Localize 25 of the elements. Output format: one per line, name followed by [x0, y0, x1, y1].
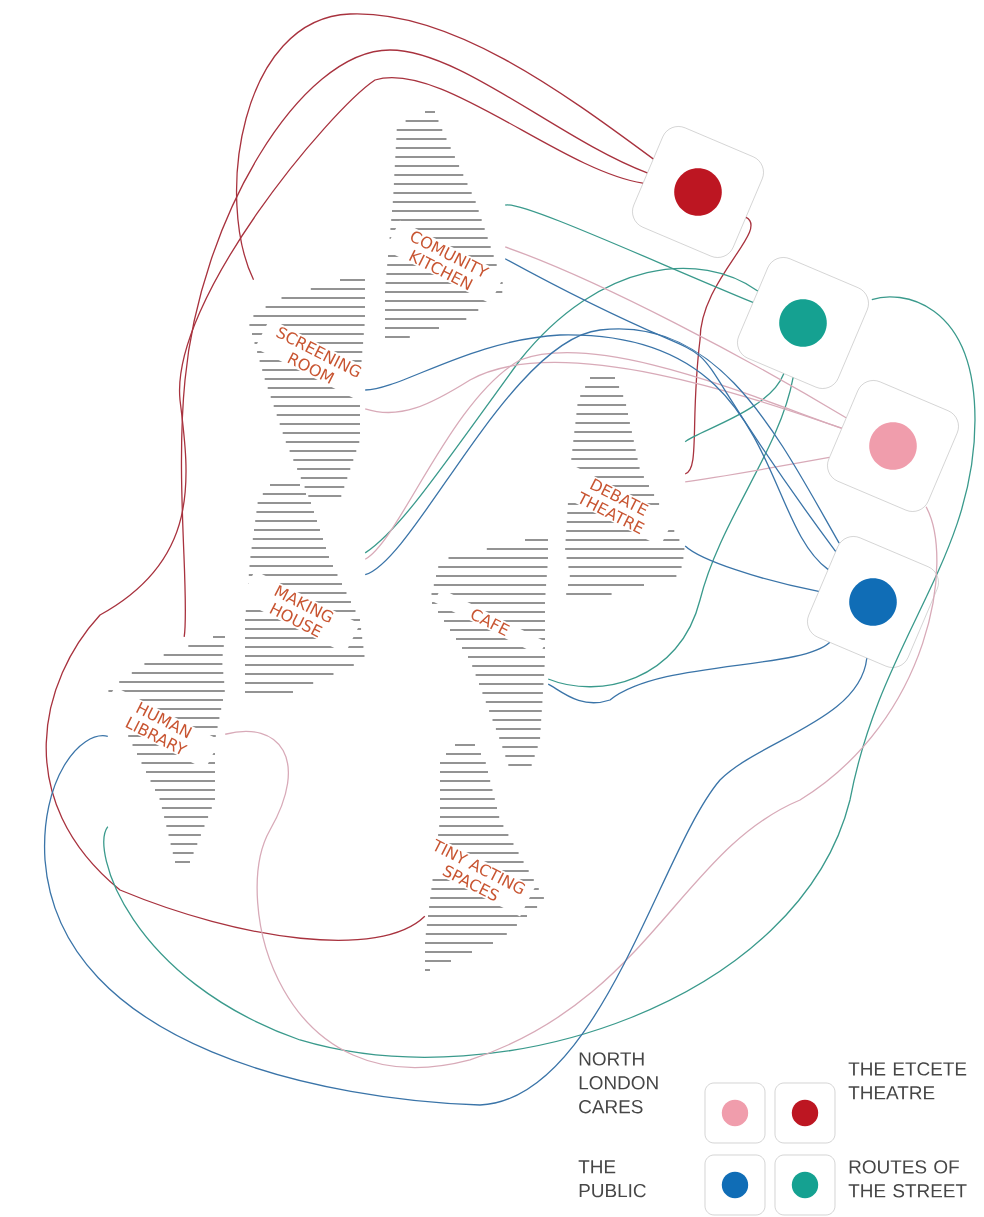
connector-curve	[44, 657, 868, 1106]
marker-tile	[779, 299, 827, 347]
marker-tile	[869, 422, 917, 470]
marker-tile	[849, 578, 897, 626]
connector-curve	[45, 76, 644, 941]
room-label: CAFE	[434, 588, 546, 656]
connector-curve	[364, 267, 759, 554]
connector-curve	[547, 377, 794, 688]
connector-curve	[684, 216, 752, 475]
connector-curve	[504, 246, 847, 419]
connector-curve	[236, 13, 654, 281]
legend-label: THE PUBLIC	[578, 1160, 646, 1198]
connector-curve	[684, 545, 820, 593]
connector-curve	[504, 258, 837, 553]
connector-curve	[547, 641, 831, 704]
connector-curve	[504, 204, 754, 303]
connector-curve	[684, 373, 785, 443]
marker-tile	[674, 168, 722, 216]
legend-label: ROUTES OF THE STREET	[848, 1160, 967, 1198]
legend-label: NORTH LONDON CARES	[579, 1052, 658, 1114]
connector-curve	[684, 456, 830, 483]
connector-curve	[224, 506, 938, 1068]
connector-curve	[103, 296, 976, 1058]
connector-curve	[180, 49, 648, 638]
legend-label: THE ETCETE THEATRE	[848, 1062, 967, 1100]
